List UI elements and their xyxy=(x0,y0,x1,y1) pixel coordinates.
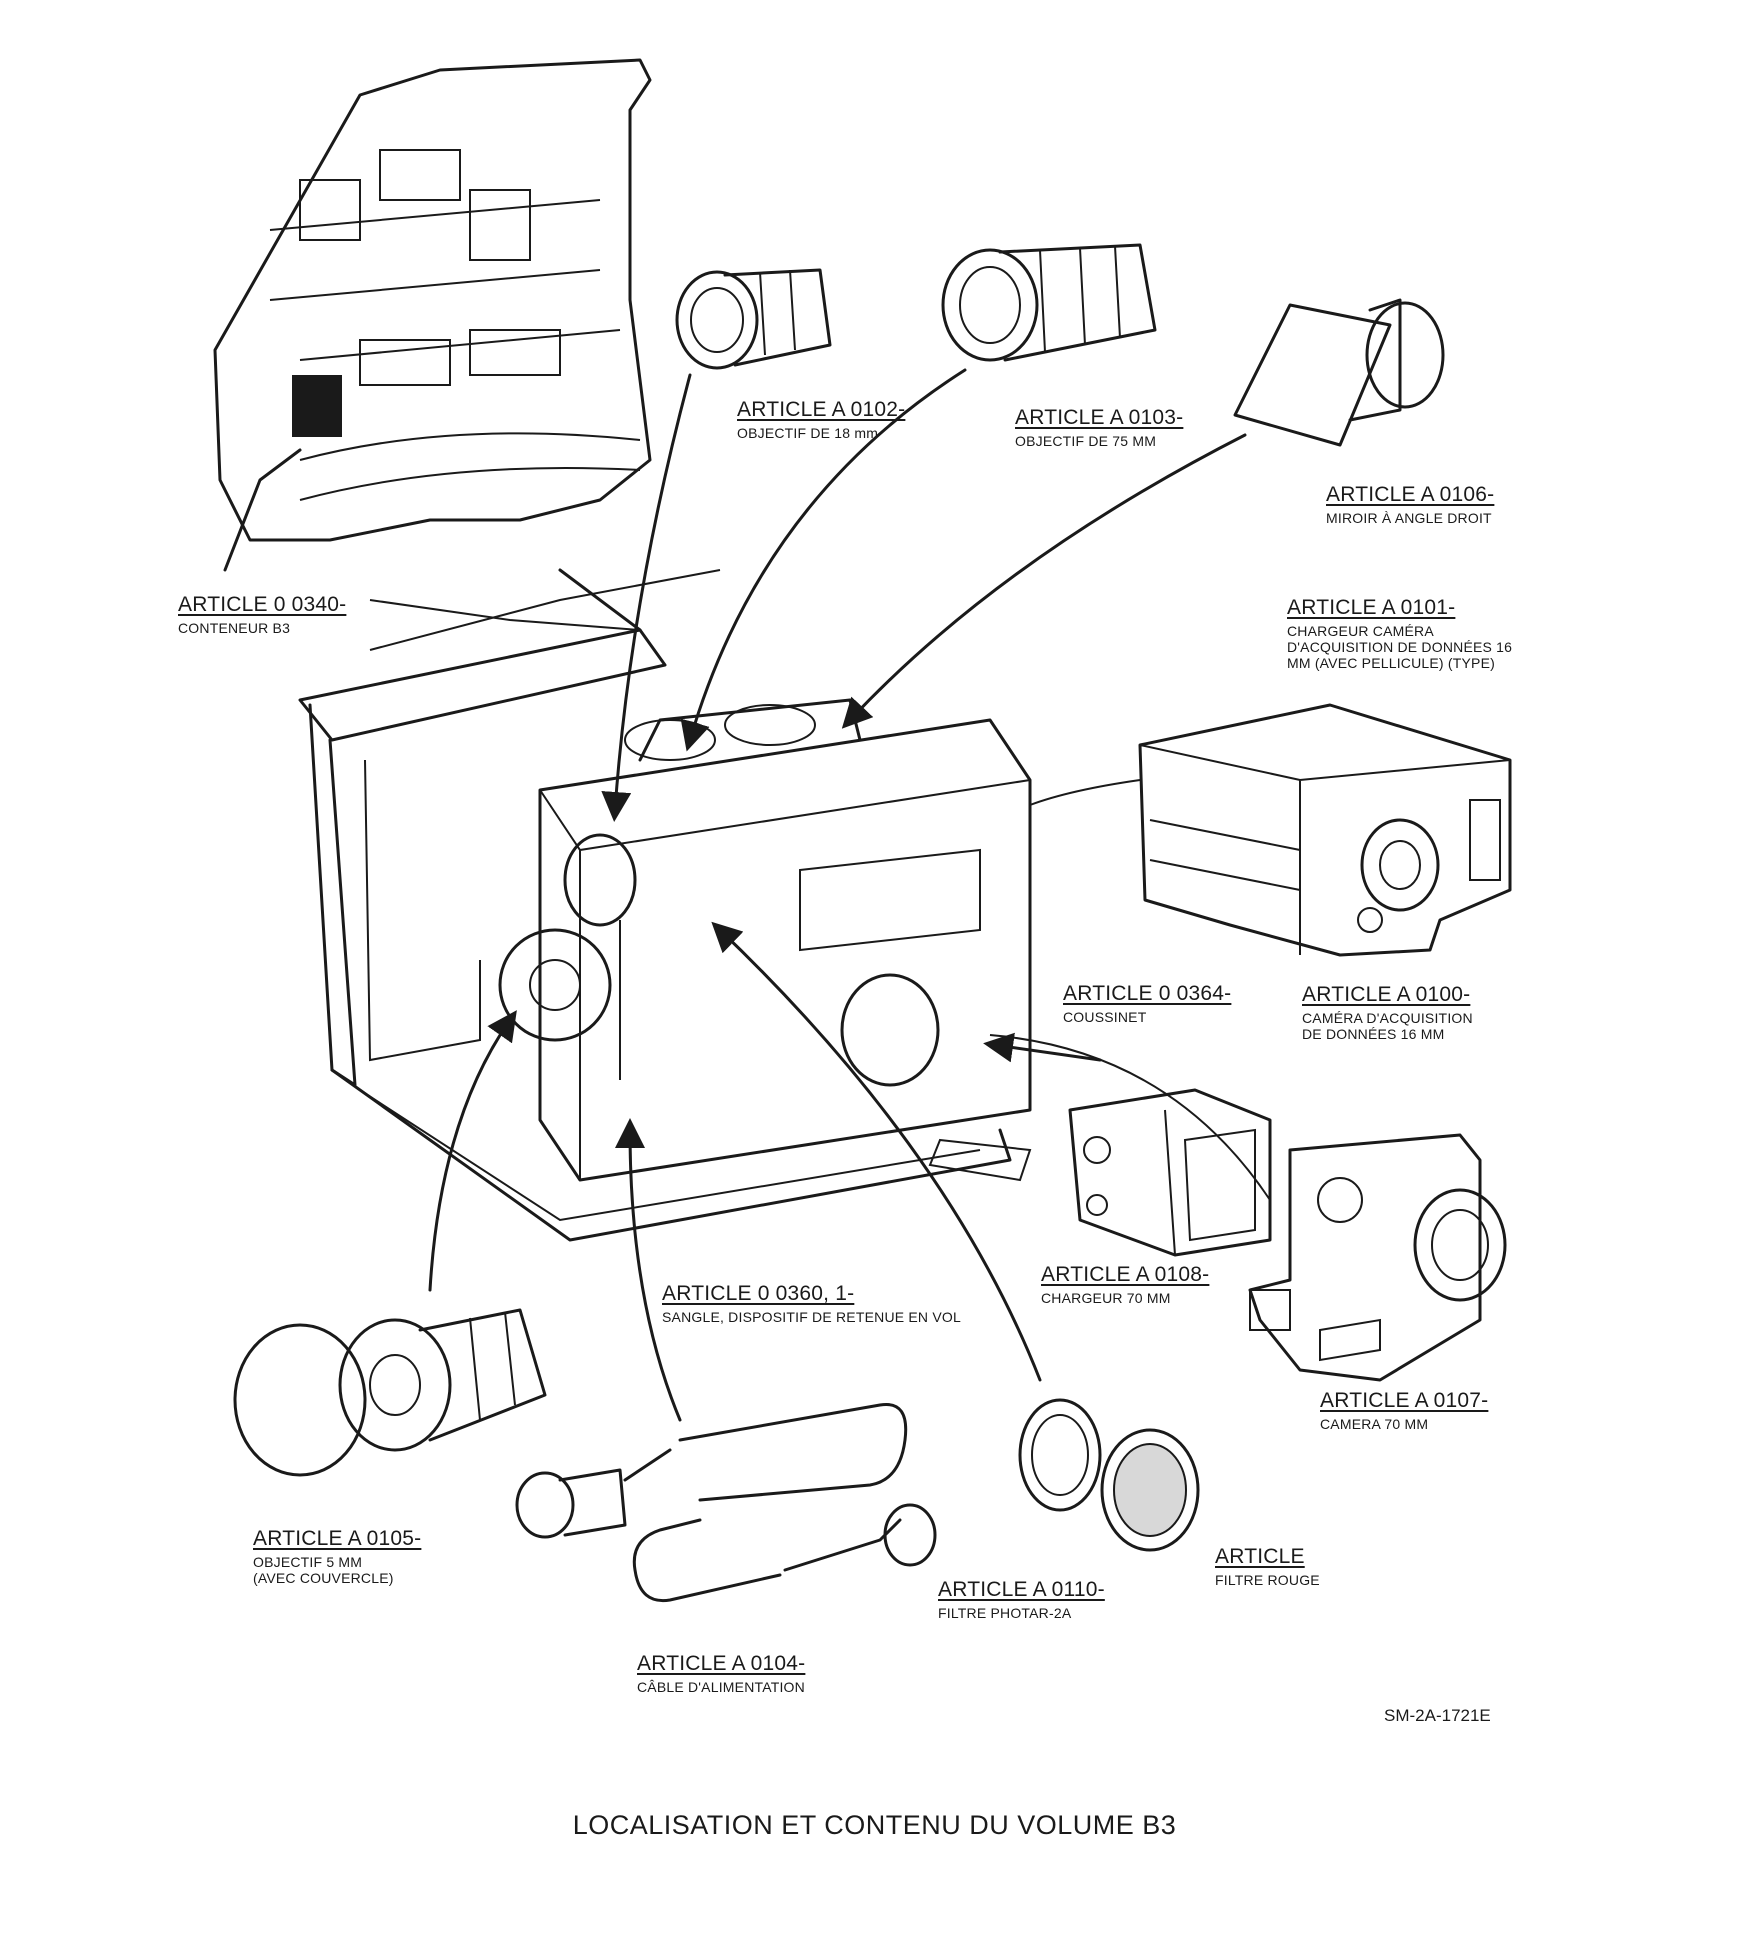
label-description: CAMERA 70 MM xyxy=(1320,1416,1429,1433)
label-title: ARTICLE xyxy=(1215,1545,1305,1568)
magazine-70mm-illustration xyxy=(1068,1088,1272,1257)
label-title: ARTICLE A 0108- xyxy=(1041,1263,1210,1286)
label-title: ARTICLE 0 0360, 1- xyxy=(662,1282,855,1305)
label-title: ARTICLE A 0110- xyxy=(938,1578,1105,1601)
label-description: CAMÉRA D'ACQUISITION DE DONNÉES 16 MM xyxy=(1302,1010,1473,1043)
label-description: FILTRE ROUGE xyxy=(1215,1572,1320,1589)
label-title: ARTICLE A 0106- xyxy=(1326,483,1495,506)
label-article-filtre-rouge: ARTICLE FILTRE ROUGE xyxy=(1215,1545,1320,1588)
label-article-a0105: ARTICLE A 0105- OBJECTIF 5 MM (AVEC COUV… xyxy=(253,1527,421,1586)
label-title: ARTICLE A 0107- xyxy=(1320,1389,1489,1412)
label-description: OBJECTIF DE 18 mm xyxy=(737,425,879,442)
label-title: ARTICLE A 0100- xyxy=(1302,983,1471,1006)
label-title: ARTICLE 0 0364- xyxy=(1063,982,1232,1005)
label-description: COUSSINET xyxy=(1063,1009,1147,1026)
label-article-00360: ARTICLE 0 0360, 1- SANGLE, DISPOSITIF DE… xyxy=(662,1282,961,1325)
label-description: MIROIR À ANGLE DROIT xyxy=(1326,510,1492,527)
label-description: CÂBLE D'ALIMENTATION xyxy=(637,1679,805,1696)
label-description: CHARGEUR CAMÉRA D'ACQUISITION DE DONNÉES… xyxy=(1287,623,1513,672)
label-article-a0100: ARTICLE A 0100- CAMÉRA D'ACQUISITION DE … xyxy=(1302,983,1473,1042)
label-description: OBJECTIF 5 MM (AVEC COUVERCLE) xyxy=(253,1554,394,1587)
label-article-00340: ARTICLE 0 0340- CONTENEUR B3 xyxy=(178,593,346,636)
label-article-a0104: ARTICLE A 0104- CÂBLE D'ALIMENTATION xyxy=(637,1652,805,1695)
lens-5mm-illustration xyxy=(233,1308,547,1477)
label-title: ARTICLE A 0103- xyxy=(1015,406,1184,429)
filter-red-illustration xyxy=(1100,1428,1200,1552)
label-title: ARTICLE A 0105- xyxy=(253,1527,422,1550)
label-title: ARTICLE 0 0340- xyxy=(178,593,347,616)
b3-location-marker xyxy=(292,375,342,437)
lens-75mm-illustration xyxy=(941,243,1157,362)
filter-photar-illustration xyxy=(1018,1398,1102,1512)
label-article-a0108: ARTICLE A 0108- CHARGEUR 70 MM xyxy=(1041,1263,1209,1306)
spacecraft-panel-illustration xyxy=(213,58,652,572)
lens-18mm-illustration xyxy=(675,268,832,370)
label-article-a0102: ARTICLE A 0102- OBJECTIF DE 18 mm xyxy=(737,398,905,441)
label-title: ARTICLE A 0102- xyxy=(737,398,906,421)
label-article-a0101: ARTICLE A 0101- CHARGEUR CAMÉRA D'ACQUIS… xyxy=(1287,596,1512,671)
label-title: ARTICLE A 0101- xyxy=(1287,596,1456,619)
label-description: CONTENEUR B3 xyxy=(178,620,291,637)
label-article-a0107: ARTICLE A 0107- CAMERA 70 MM xyxy=(1320,1389,1488,1432)
label-article-00364: ARTICLE 0 0364- COUSSINET xyxy=(1063,982,1231,1025)
callout-arrows xyxy=(369,368,1271,1422)
camera-70mm-illustration xyxy=(1248,1133,1507,1382)
mirror-illustration xyxy=(1233,298,1445,447)
label-description: OBJECTIF DE 75 MM xyxy=(1015,433,1157,450)
label-description: FILTRE PHOTAR-2A xyxy=(938,1605,1072,1622)
camera-16mm-illustration xyxy=(1138,703,1512,957)
label-article-a0103: ARTICLE A 0103- OBJECTIF DE 75 MM xyxy=(1015,406,1183,449)
drawing-reference-number: SM-2A-1721E xyxy=(1384,1706,1491,1725)
label-description: SANGLE, DISPOSITIF DE RETENUE EN VOL xyxy=(662,1309,961,1326)
figure-caption: LOCALISATION ET CONTENU DU VOLUME B3 xyxy=(572,1810,1177,1840)
bracket-assembly-illustration xyxy=(498,698,1032,1182)
label-article-a0106: ARTICLE A 0106- MIROIR À ANGLE DROIT xyxy=(1326,483,1494,526)
power-cable-illustration xyxy=(515,1402,937,1603)
label-article-a0110: ARTICLE A 0110- FILTRE PHOTAR-2A xyxy=(938,1578,1105,1621)
label-title: ARTICLE A 0104- xyxy=(637,1652,806,1675)
label-description: CHARGEUR 70 MM xyxy=(1041,1290,1171,1307)
container-b3-illustration xyxy=(298,568,1012,1242)
